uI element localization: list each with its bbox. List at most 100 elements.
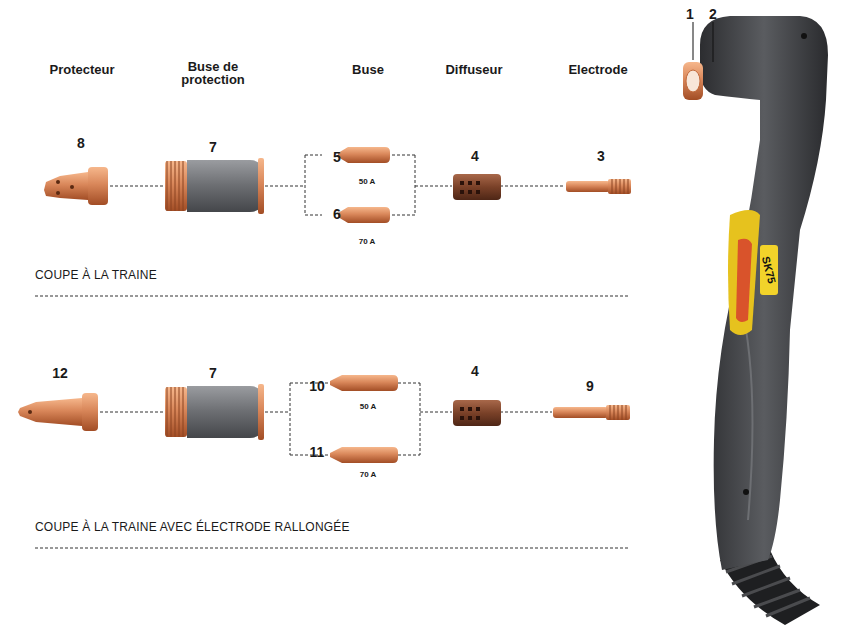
callout-number: 9 xyxy=(586,378,594,394)
callout-number: 7 xyxy=(209,365,217,381)
part-hole xyxy=(460,181,464,185)
section-title: COUPE À LA TRAINE AVEC ÉLECTRODE RALLONG… xyxy=(35,520,350,534)
callout-number: 8 xyxy=(77,135,85,151)
diffuser-4 xyxy=(453,174,501,200)
part-body xyxy=(330,375,398,391)
column-heading: Buse xyxy=(352,63,384,76)
part-body xyxy=(82,393,98,431)
part-hole xyxy=(468,190,472,194)
callout-number: 7 xyxy=(209,139,217,155)
part-hole xyxy=(460,407,464,411)
part-thread xyxy=(165,161,187,211)
callout-number: 4 xyxy=(471,363,479,379)
shield-cup-7 xyxy=(165,158,264,214)
callout-number: 5 xyxy=(333,149,341,165)
part-hole xyxy=(476,190,480,194)
screw xyxy=(743,489,749,495)
part-rim xyxy=(258,158,264,214)
dashed-link xyxy=(100,412,165,413)
diffuser-holes xyxy=(460,407,480,420)
part-body xyxy=(88,167,108,205)
amperage-label: 50 A xyxy=(360,402,377,411)
dashed-link xyxy=(265,155,322,215)
part-body xyxy=(566,181,610,192)
callout-number: 2 xyxy=(709,6,717,22)
callout-number: 1 xyxy=(686,6,694,22)
trigger xyxy=(736,239,752,322)
section-title: COUPE À LA TRAINE xyxy=(35,268,157,282)
callout-number: 11 xyxy=(310,444,325,460)
separator-line xyxy=(35,296,628,548)
nozzle-6 xyxy=(338,207,390,223)
column-heading: Protecteur xyxy=(49,63,114,76)
callout-leader xyxy=(693,22,713,62)
amperage-label: 70 A xyxy=(359,237,376,246)
thread-lines xyxy=(610,405,626,420)
diffuser-holes xyxy=(460,181,480,194)
part-rim xyxy=(258,384,264,440)
part-body xyxy=(18,398,82,426)
callout-number: 10 xyxy=(309,378,325,394)
diffuser-4 xyxy=(453,400,501,426)
torch-body xyxy=(700,16,828,570)
torch xyxy=(683,16,828,625)
electrode-9 xyxy=(553,405,630,420)
part-hole xyxy=(56,180,60,184)
column-heading: Electrode xyxy=(568,63,627,76)
dashed-link xyxy=(500,412,552,413)
dashed-link xyxy=(398,383,452,455)
amperage-label: 70 A xyxy=(360,470,377,479)
part-hole xyxy=(476,416,480,420)
callout-number: 12 xyxy=(52,365,68,381)
part-body xyxy=(453,400,501,426)
column-heading: Buse de protection xyxy=(173,60,253,86)
part-body xyxy=(453,174,501,200)
dashed-link xyxy=(392,155,452,215)
part-body xyxy=(330,447,398,463)
part-body xyxy=(187,386,262,438)
thread-lines xyxy=(167,387,183,437)
protector-12 xyxy=(18,393,98,431)
part-body xyxy=(187,160,262,212)
nozzle-5 xyxy=(338,147,390,163)
part-hole xyxy=(468,181,472,185)
thread-lines xyxy=(612,179,628,194)
dashed-link xyxy=(110,186,165,187)
nozzle-11 xyxy=(330,447,398,463)
part-hole xyxy=(70,185,74,189)
part-thread xyxy=(608,179,631,194)
callout-number: 4 xyxy=(471,148,479,164)
part-body xyxy=(44,172,88,200)
column-heading: Diffuseur xyxy=(445,63,502,76)
callout-number: 3 xyxy=(597,148,605,164)
torch-head-cup xyxy=(683,62,703,100)
part-hole xyxy=(56,191,60,195)
amperage-label: 50 A xyxy=(359,177,376,186)
part-thread xyxy=(165,387,187,437)
protector-8 xyxy=(44,167,108,205)
callout-number: 6 xyxy=(333,206,341,222)
thread-lines xyxy=(167,161,183,211)
part-hole xyxy=(460,416,464,420)
screw xyxy=(801,33,807,39)
part-body xyxy=(338,207,390,223)
part-thread xyxy=(606,405,630,420)
part-hole xyxy=(476,407,480,411)
part-hole xyxy=(468,416,472,420)
nozzle-10 xyxy=(330,375,398,391)
dashed-link xyxy=(500,186,565,187)
part-body xyxy=(553,407,608,418)
part-hole xyxy=(28,410,32,414)
part-hole xyxy=(476,181,480,185)
part-hole xyxy=(460,190,464,194)
leader-lines xyxy=(35,155,628,548)
torch-nozzle-tip xyxy=(686,70,700,92)
electrode-3 xyxy=(566,179,631,194)
part-body xyxy=(338,147,390,163)
model-badge xyxy=(760,245,778,295)
trigger-guard xyxy=(728,210,760,335)
part-hole xyxy=(468,407,472,411)
shield-cup-7 xyxy=(165,384,264,440)
